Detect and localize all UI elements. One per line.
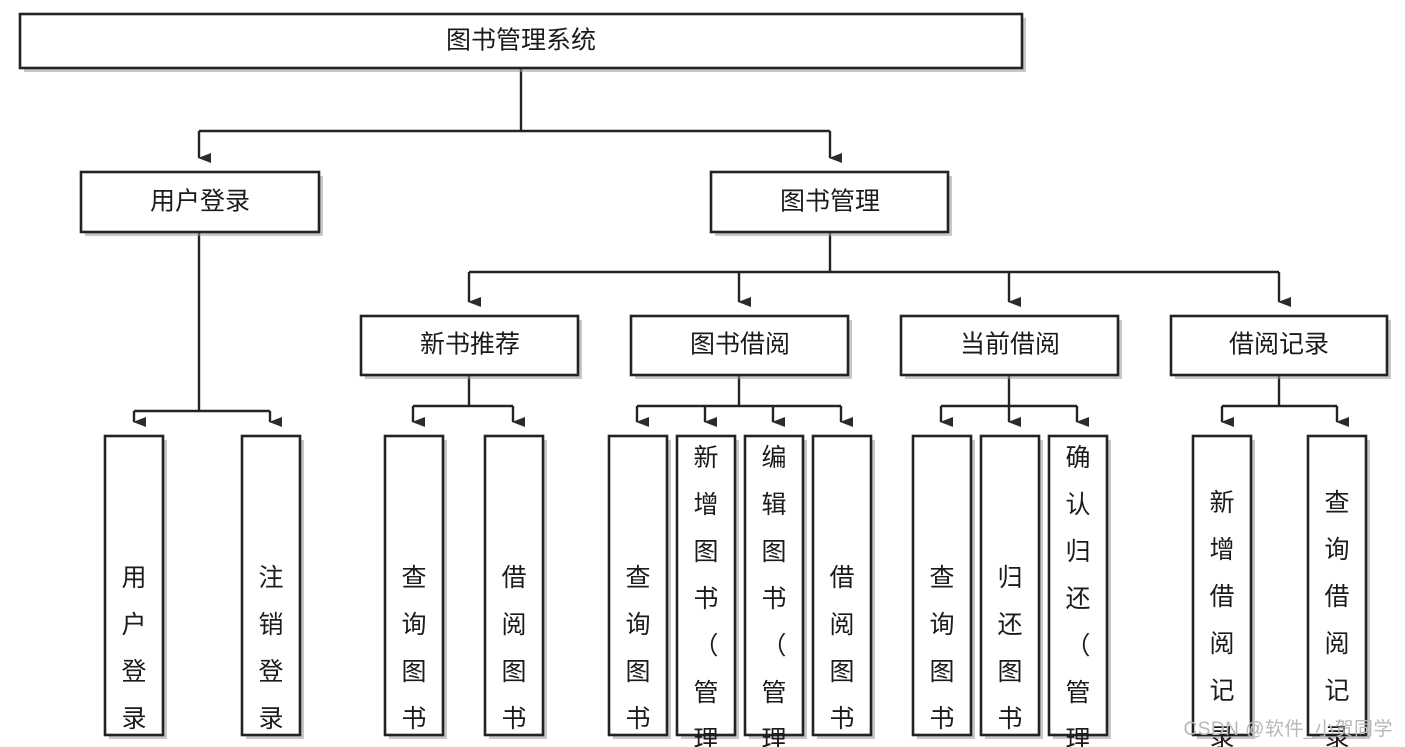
leaf-7-box bbox=[743, 434, 805, 737]
borrow-record-box bbox=[1169, 314, 1389, 377]
leaf-12-box bbox=[1191, 434, 1253, 737]
leaf-6-box bbox=[675, 434, 737, 737]
node-leaf-query-book-3[interactable]: 查询图书 bbox=[911, 434, 975, 739]
leaf-3-label: 查询图书 bbox=[401, 564, 426, 733]
borrow-record-label: 借阅记录 bbox=[1229, 331, 1329, 359]
root-box bbox=[18, 12, 1024, 70]
leaf-8-label: 借阅图书 bbox=[829, 564, 854, 733]
leaf-5-box bbox=[607, 434, 669, 737]
node-leaf-add-book-admin[interactable]: 新增图书（管理员） bbox=[675, 434, 739, 747]
leaf-2-label: 注销登录 bbox=[258, 564, 283, 733]
node-leaf-add-borrow-record[interactable]: 新增借阅记录 bbox=[1191, 434, 1255, 747]
node-leaf-confirm-return-admin[interactable]: 确认归还（管理员） bbox=[1047, 434, 1111, 747]
node-leaf-query-book-1[interactable]: 查询图书 bbox=[383, 434, 447, 739]
leaf-10-label: 归还图书 bbox=[997, 564, 1022, 733]
node-leaf-borrow-book-2[interactable]: 借阅图书 bbox=[811, 434, 875, 739]
leaf-13-label: 查询借阅记录 bbox=[1324, 489, 1349, 747]
leaf-9-label: 查询图书 bbox=[929, 564, 954, 733]
book-mgmt-box bbox=[709, 170, 950, 234]
node-leaf-edit-book-admin[interactable]: 编辑图书（管理员） bbox=[743, 434, 807, 747]
node-leaf-return-book[interactable]: 归还图书 bbox=[979, 434, 1043, 739]
node-current-borrow[interactable]: 当前借阅 bbox=[899, 314, 1122, 379]
leaf-1-label: 用户登录 bbox=[121, 564, 146, 733]
leaf-4-box bbox=[483, 434, 545, 737]
leaf-2-box bbox=[240, 434, 302, 737]
leaf-6-label: 新增图书（管理员） bbox=[693, 444, 718, 747]
book-borrow-label: 图书借阅 bbox=[690, 331, 790, 359]
csdn-watermark: CSDN @软件_小贺同学 bbox=[1183, 719, 1393, 740]
leaf-4-label: 借阅图书 bbox=[501, 564, 526, 733]
node-leaf-user-login[interactable]: 用户登录 bbox=[103, 434, 167, 739]
node-leaf-borrow-book-1[interactable]: 借阅图书 bbox=[483, 434, 547, 739]
connectors-layer bbox=[132, 68, 1349, 427]
leaf-5-label: 查询图书 bbox=[625, 564, 650, 733]
node-borrow-record[interactable]: 借阅记录 bbox=[1169, 314, 1391, 379]
node-root[interactable]: 图书管理系统 bbox=[18, 12, 1026, 72]
current-borrow-label: 当前借阅 bbox=[960, 331, 1060, 359]
node-book-borrow[interactable]: 图书借阅 bbox=[629, 314, 852, 379]
node-book-mgmt[interactable]: 图书管理 bbox=[709, 170, 952, 236]
leaf-7-label: 编辑图书（管理员） bbox=[761, 444, 786, 747]
leaf-11-box bbox=[1047, 434, 1109, 737]
node-leaf-query-book-2[interactable]: 查询图书 bbox=[607, 434, 671, 739]
user-login-box bbox=[79, 170, 321, 234]
leaf-3-box bbox=[383, 434, 445, 737]
node-leaf-query-borrow-record[interactable]: 查询借阅记录 bbox=[1306, 434, 1370, 747]
current-borrow-box bbox=[899, 314, 1120, 377]
new-book-rec-box bbox=[359, 314, 580, 377]
leaf-13-box bbox=[1306, 434, 1368, 737]
leaf-1-box bbox=[103, 434, 165, 737]
leaf-9-box bbox=[911, 434, 973, 737]
book-borrow-box bbox=[629, 314, 850, 377]
leaf-10-box bbox=[979, 434, 1041, 737]
leaf-11-label: 确认归还（管理员） bbox=[1065, 444, 1090, 747]
node-new-book-rec[interactable]: 新书推荐 bbox=[359, 314, 582, 379]
book-mgmt-label: 图书管理 bbox=[780, 188, 880, 216]
leaf-8-box bbox=[811, 434, 873, 737]
user-login-label: 用户登录 bbox=[150, 188, 250, 216]
new-book-rec-label: 新书推荐 bbox=[420, 331, 520, 359]
root-label: 图书管理系统 bbox=[446, 27, 596, 55]
node-leaf-logout[interactable]: 注销登录 bbox=[240, 434, 304, 739]
node-user-login[interactable]: 用户登录 bbox=[79, 170, 323, 236]
leaf-12-label: 新增借阅记录 bbox=[1209, 489, 1234, 747]
